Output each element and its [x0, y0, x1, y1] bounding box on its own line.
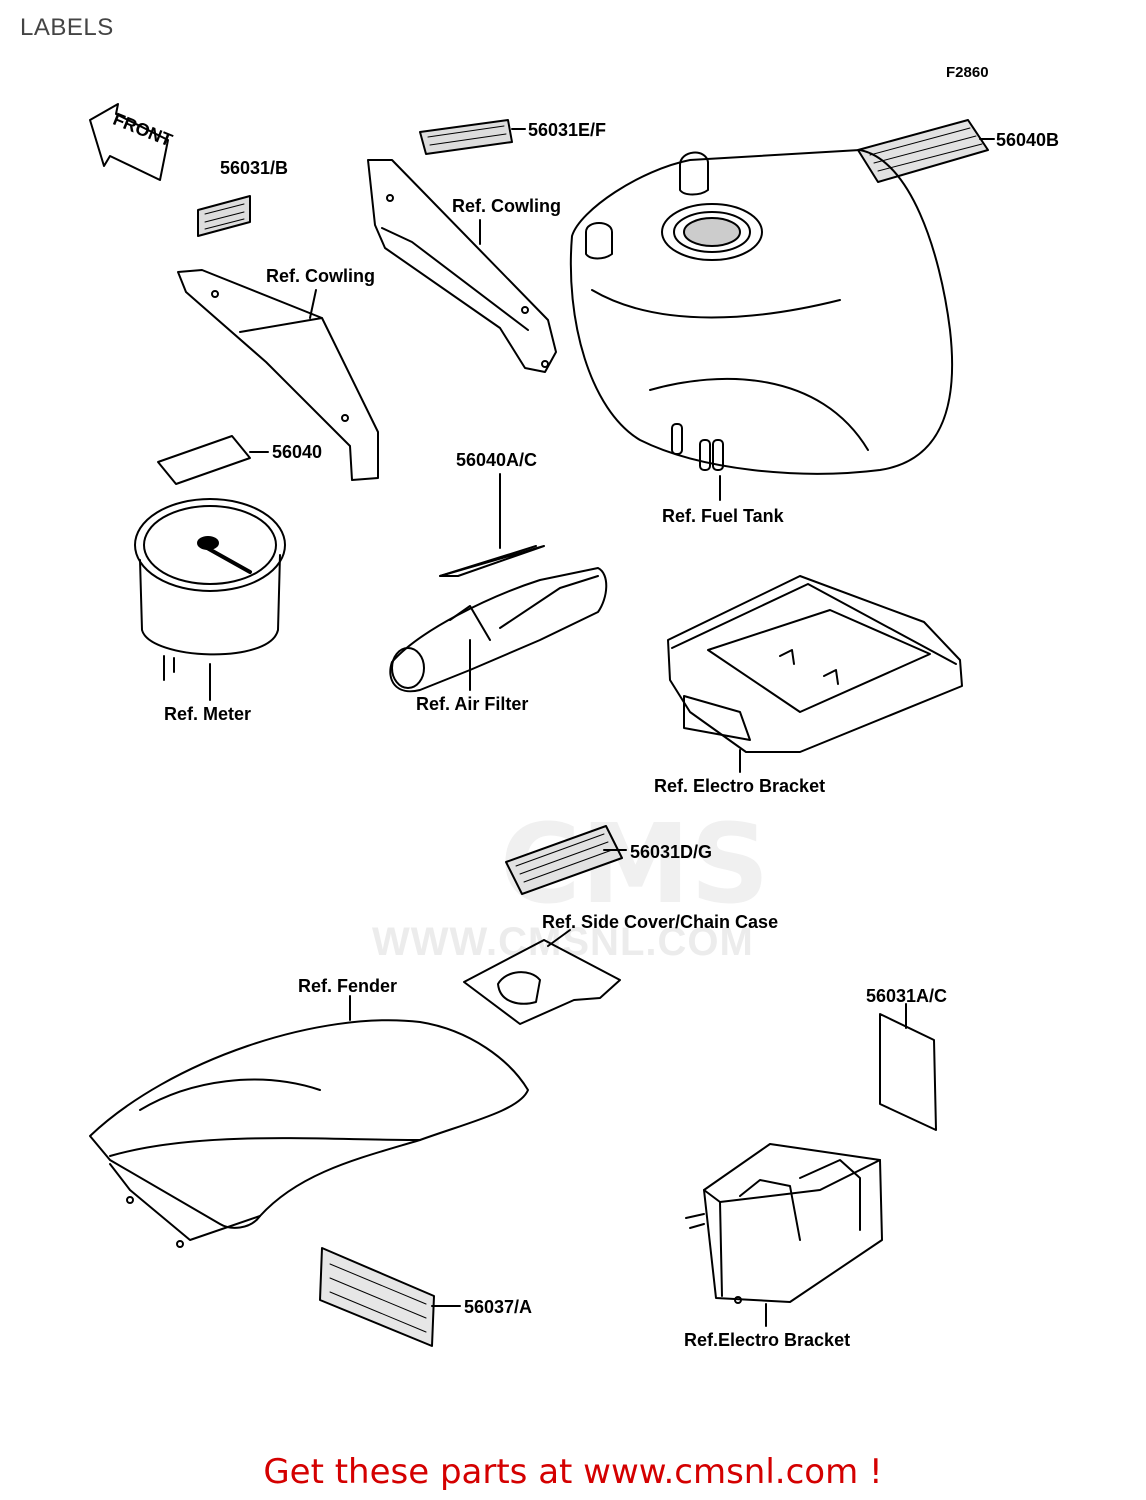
- part-number-56037a: 56037/A: [464, 1297, 533, 1317]
- ref-fuel-tank: Ref. Fuel Tank: [662, 506, 784, 526]
- label-56040b-drawing: [857, 119, 995, 183]
- part-number-56040ac: 56040A/C: [456, 450, 538, 470]
- part-number-56031ac: 56031A/C: [866, 986, 948, 1006]
- part-number-56031ef: 56031E/F: [528, 120, 607, 140]
- label-56031ef-drawing: [419, 119, 526, 155]
- ref-electro-bracket-top: Ref. Electro Bracket: [654, 776, 826, 796]
- ref-side-cover: Ref. Side Cover/Chain Case: [542, 912, 779, 932]
- fuel-tank-drawing: [569, 149, 954, 501]
- part-number-56040: 56040: [272, 442, 323, 462]
- electro-bracket-bottom-drawing: [685, 1143, 883, 1327]
- ref-meter: Ref. Meter: [164, 704, 252, 724]
- watermark-url: WWW.CMSNL.COM: [372, 920, 754, 964]
- figure-code: F2860: [946, 64, 989, 81]
- front-arrow-text: FRONT: [110, 109, 175, 151]
- meter-drawing: [134, 498, 286, 701]
- ref-air-filter: Ref. Air Filter: [416, 694, 529, 714]
- label-56040-drawing: [157, 435, 269, 485]
- cowling-right-drawing: [367, 159, 557, 373]
- label-56031b-drawing: [197, 195, 251, 237]
- label-56031dg-drawing: [505, 825, 627, 895]
- front-arrow-icon: FRONT: [89, 103, 175, 181]
- label-56037a-drawing: [319, 1247, 461, 1347]
- ref-cowling-right: Ref. Cowling: [452, 196, 561, 216]
- side-cover-drawing: [463, 929, 621, 1025]
- label-56031ac-drawing: [879, 1003, 937, 1131]
- cowling-left-drawing: [177, 269, 379, 481]
- part-number-56040b: 56040B: [996, 130, 1060, 150]
- ref-fender: Ref. Fender: [298, 976, 398, 996]
- page-title: LABELS: [20, 14, 114, 41]
- fender-drawing: [89, 995, 529, 1248]
- electro-bracket-top-drawing: [667, 575, 963, 773]
- part-number-56031b: 56031/B: [220, 158, 289, 178]
- part-number-56031dg: 56031D/G: [630, 842, 713, 862]
- ref-cowling-left: Ref. Cowling: [266, 266, 375, 286]
- air-filter-drawing: [389, 567, 608, 693]
- label-56040ac-drawing: [439, 473, 545, 577]
- footer-link[interactable]: Get these parts at www.cmsnl.com !: [263, 1452, 883, 1492]
- ref-electro-bracket-bottom: Ref.Electro Bracket: [684, 1330, 851, 1350]
